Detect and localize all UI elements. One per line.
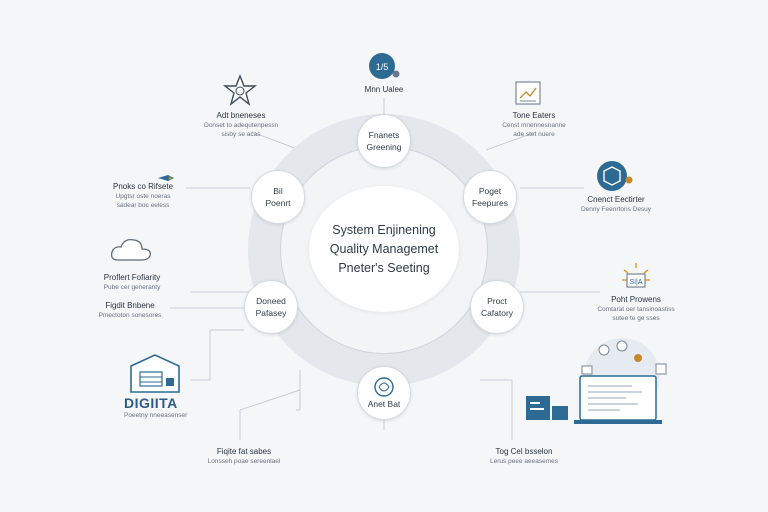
- node-top-line-2: Greening: [366, 142, 402, 152]
- logo-sub1: Poeetny nneeasenser: [124, 412, 188, 419]
- label-right-upper-sub1: Denny Feenrtons Desuy: [580, 206, 652, 213]
- center-line-3: Pneter's Seeting: [338, 260, 430, 275]
- compass-icon-text: 1/5: [376, 62, 389, 72]
- node-lower-right-line-1: Proct: [487, 296, 507, 306]
- label-bottom-right-title: Tog Cel bsselon: [495, 447, 553, 456]
- node-lower-left-line-2: Pafasey: [255, 308, 287, 318]
- label-bottom-left-sub1: Lonsseh poae sereenlael: [207, 458, 281, 465]
- label-bottom-right: Tog Cel bsselon Lerus peee aeeasemes: [476, 446, 572, 466]
- label-top-right: Tone Eaters Censt mnennesnanne ade stet …: [486, 110, 582, 139]
- label-left-upper-sub2: sadear boc eeless: [116, 202, 170, 209]
- label-top-left-title: Adt bneneses: [216, 111, 266, 120]
- cloud-icon: [108, 234, 156, 271]
- document-icon: [514, 80, 544, 113]
- node-upper-left-line-2: Poenrt: [265, 198, 291, 208]
- node-top[interactable]: Fnanets Greening: [357, 114, 411, 168]
- cube-icon: [596, 160, 634, 197]
- label-left-upper-title: Pnoks co Rifsete: [112, 182, 174, 191]
- label-logo: DIGIITA Poeetny nneeasenser: [124, 395, 194, 420]
- label-top: Mnn Ualee: [348, 84, 420, 95]
- node-upper-left[interactable]: Bil Poenrt: [251, 170, 305, 224]
- label-left-upper: Pnoks co Rifsete Upgtsr oste noeras sade…: [100, 181, 186, 210]
- label-left-mid-sub1: Pube cer generanty: [103, 284, 161, 291]
- laptop-illustration: [522, 336, 672, 433]
- center-line-1: System Enjinening: [332, 222, 436, 237]
- node-upper-left-line-1: Bil: [273, 186, 283, 196]
- node-upper-right-line-2: Feepures: [472, 198, 508, 208]
- label-right-mid-sub2: sutee te ge sses: [612, 315, 660, 322]
- node-lower-right-line-2: Cafatory: [480, 308, 514, 318]
- label-right-mid: Poht Prowens Comtarat oer tansinoastiss …: [588, 294, 684, 323]
- label-top-title: Mnn Ualee: [364, 85, 404, 94]
- label-top-left-sub1: Oonset to adequtenpessn: [203, 122, 279, 129]
- label-bottom-left: Fiqite fat sabes Lonsseh poae sereenlael: [196, 446, 292, 466]
- label-top-right-sub2: ade stet nuere: [513, 131, 555, 138]
- node-lower-right[interactable]: Proct Cafatory: [470, 280, 524, 334]
- sun-icon-text: SI|A: [629, 279, 642, 286]
- node-lower-left[interactable]: Doneed Pafasey: [244, 280, 298, 334]
- label-left-lower: Figdit Bnbene Pmectoton sonesores: [90, 300, 170, 320]
- node-upper-right[interactable]: Poget Feepures: [463, 170, 517, 224]
- label-left-lower-sub1: Pmectoton sonesores: [98, 312, 162, 319]
- label-right-upper-title: Cnenct Eectirter: [587, 195, 645, 204]
- label-left-mid-title: Proflert Fofiarity: [103, 273, 161, 282]
- center-core: System Enjinening Quality Managemet Pnet…: [309, 186, 459, 312]
- node-upper-right-line-1: Poget: [478, 186, 502, 196]
- star-icon: [222, 74, 258, 113]
- center-line-2: Quality Managemet: [329, 241, 439, 256]
- label-bottom-left-title: Fiqite fat sabes: [216, 447, 272, 456]
- node-bottom-line-1: Anet Bat: [367, 399, 401, 409]
- label-bottom-right-sub1: Lerus peee aeeasemes: [490, 458, 558, 465]
- globe-icon: [374, 377, 394, 397]
- compass-icon: 1/5: [367, 52, 401, 87]
- logo-title: DIGIITA: [124, 395, 178, 411]
- label-right-upper: Cnenct Eectirter Denny Feenrtons Desuy: [566, 194, 666, 214]
- label-top-right-sub1: Censt mnennesnanne: [502, 122, 566, 129]
- sun-icon: SI|A: [620, 262, 652, 295]
- label-top-right-title: Tone Eaters: [512, 111, 556, 120]
- label-top-left: Adt bneneses Oonset to adequtenpessn sis…: [196, 110, 286, 139]
- label-left-upper-sub1: Upgtsr oste noeras: [115, 193, 171, 200]
- label-left-mid: Proflert Fofiarity Pube cer generanty: [90, 272, 174, 292]
- label-top-left-sub2: sisby se acas: [221, 131, 261, 138]
- label-right-mid-sub1: Comtarat oer tansinoastiss: [597, 306, 675, 313]
- node-lower-left-line-1: Doneed: [256, 296, 286, 306]
- label-right-mid-title: Poht Prowens: [611, 295, 661, 304]
- node-top-line-1: Fnanets: [368, 130, 400, 140]
- label-left-lower-title: Figdit Bnbene: [105, 301, 155, 310]
- warehouse-icon: [128, 352, 182, 399]
- rocket-icon: [156, 170, 176, 188]
- node-bottom[interactable]: Anet Bat: [357, 366, 411, 420]
